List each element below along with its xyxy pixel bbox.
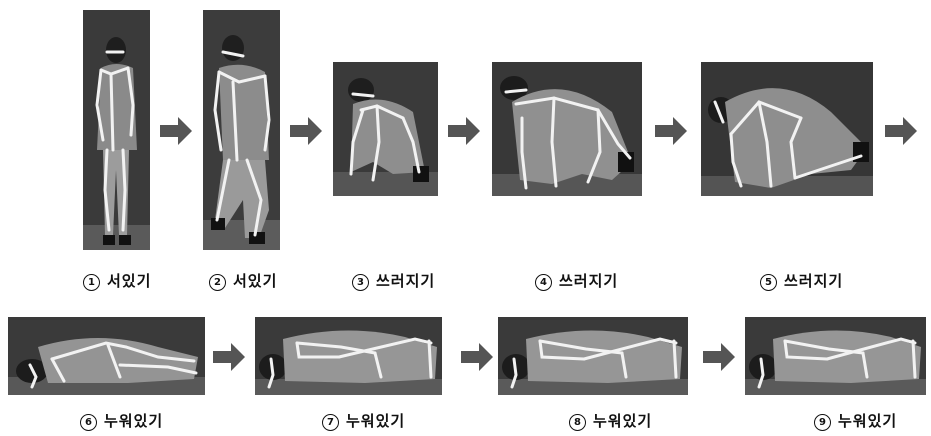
step-number-4: 4 — [535, 274, 552, 291]
frame-6-lying — [8, 317, 205, 395]
frame-4-falling — [492, 62, 642, 196]
step-number-8: 8 — [569, 414, 586, 431]
right-arrow-icon — [290, 117, 322, 145]
photo-lying-6 — [8, 317, 205, 395]
frame-8-lying — [498, 317, 688, 395]
step-label-6: 누워있기 — [104, 412, 163, 430]
step-caption-3: 3 쓰러지기 — [352, 270, 435, 291]
step-label-1: 서있기 — [107, 272, 151, 290]
step-caption-7: 7 누워있기 — [322, 410, 405, 431]
step-number-7: 7 — [322, 414, 339, 431]
step-caption-1: 1 서있기 — [83, 270, 151, 291]
right-arrow-icon — [703, 343, 735, 371]
step-number-6: 6 — [80, 414, 97, 431]
step-number-1: 1 — [83, 274, 100, 291]
right-arrow-icon — [160, 117, 192, 145]
photo-falling-5 — [701, 62, 873, 196]
step-label-5: 쓰러지기 — [784, 272, 843, 290]
step-number-5: 5 — [760, 274, 777, 291]
frame-2-standing — [203, 10, 280, 250]
photo-standing-2 — [203, 10, 280, 250]
step-label-2: 서있기 — [233, 272, 277, 290]
step-number-2: 2 — [209, 274, 226, 291]
step-label-4: 쓰러지기 — [559, 272, 618, 290]
right-arrow-icon — [448, 117, 480, 145]
step-label-9: 누워있기 — [838, 412, 897, 430]
frame-9-lying — [745, 317, 926, 395]
photo-lying-7 — [255, 317, 442, 395]
frame-5-falling — [701, 62, 873, 196]
photo-falling-4 — [492, 62, 642, 196]
step-number-9: 9 — [814, 414, 831, 431]
step-caption-9: 9 누워있기 — [814, 410, 897, 431]
right-arrow-icon — [885, 117, 917, 145]
step-label-7: 누워있기 — [346, 412, 405, 430]
photo-falling-3 — [333, 62, 438, 196]
step-label-8: 누워있기 — [593, 412, 652, 430]
photo-lying-8 — [498, 317, 688, 395]
frame-3-falling — [333, 62, 438, 196]
right-arrow-icon — [213, 343, 245, 371]
right-arrow-icon — [655, 117, 687, 145]
step-caption-8: 8 누워있기 — [569, 410, 652, 431]
step-number-3: 3 — [352, 274, 369, 291]
step-label-3: 쓰러지기 — [376, 272, 435, 290]
photo-standing-1 — [83, 10, 150, 250]
step-caption-4: 4 쓰러지기 — [535, 270, 618, 291]
step-caption-2: 2 서있기 — [209, 270, 277, 291]
step-caption-5: 5 쓰러지기 — [760, 270, 843, 291]
photo-lying-9 — [745, 317, 926, 395]
right-arrow-icon — [461, 343, 493, 371]
frame-7-lying — [255, 317, 442, 395]
step-caption-6: 6 누워있기 — [80, 410, 163, 431]
frame-1-standing — [83, 10, 150, 250]
